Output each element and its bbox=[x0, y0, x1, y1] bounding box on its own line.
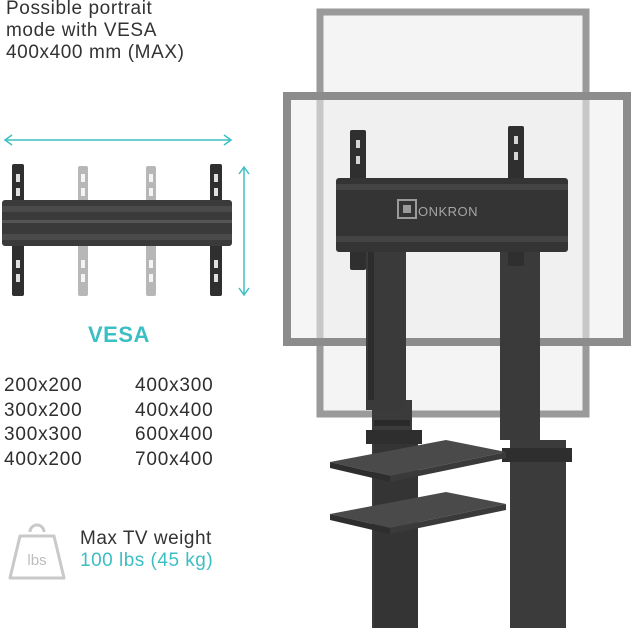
brand-logo-text: ONKRON bbox=[418, 204, 478, 219]
headline-line-2: mode with VESA bbox=[6, 20, 157, 41]
vesa-size: 300x200 bbox=[4, 399, 83, 421]
vesa-bracket-illustration bbox=[2, 164, 232, 296]
double-arrow-horizontal-icon bbox=[3, 134, 233, 146]
bracket-rail bbox=[2, 200, 232, 246]
vesa-size-row: 300x300 600x400 bbox=[4, 423, 214, 448]
vesa-size-row: 200x200 400x300 bbox=[4, 374, 214, 399]
max-weight-value: 100 lbs (45 kg) bbox=[80, 550, 214, 571]
weight-icon: lbs bbox=[8, 523, 66, 580]
weight-icon-text: lbs bbox=[27, 552, 46, 569]
vesa-sizes-table: 200x200 400x300 300x200 400x400 300x300 … bbox=[4, 374, 214, 472]
stand-upper-column bbox=[366, 240, 540, 440]
vesa-size-row: 300x200 400x400 bbox=[4, 399, 214, 424]
headline-line-1: Possible portrait bbox=[6, 0, 153, 19]
max-weight-label: Max TV weight bbox=[80, 528, 212, 549]
vesa-size: 400x300 bbox=[135, 375, 214, 396]
brand-logo: ONKRON bbox=[397, 199, 478, 219]
shelf-lower bbox=[330, 492, 506, 534]
headline: Possible portrait mode with VESA 400x400… bbox=[6, 0, 306, 64]
vesa-title: VESA bbox=[88, 322, 150, 347]
vesa-size: 600x400 bbox=[135, 424, 214, 445]
vesa-size-row: 400x200 700x400 bbox=[4, 448, 214, 473]
vesa-size: 400x200 bbox=[4, 448, 83, 470]
tv-stand-illustration: ONKRON bbox=[283, 8, 631, 628]
vesa-size: 200x200 bbox=[4, 375, 83, 396]
vesa-size: 700x400 bbox=[135, 448, 214, 470]
vesa-size: 400x400 bbox=[135, 399, 214, 421]
shelf-upper bbox=[330, 440, 506, 482]
double-arrow-vertical-icon bbox=[238, 165, 250, 297]
headline-line-3: 400x400 mm (MAX) bbox=[6, 42, 185, 63]
mounting-bracket bbox=[336, 126, 568, 270]
vesa-size: 300x300 bbox=[4, 424, 83, 445]
